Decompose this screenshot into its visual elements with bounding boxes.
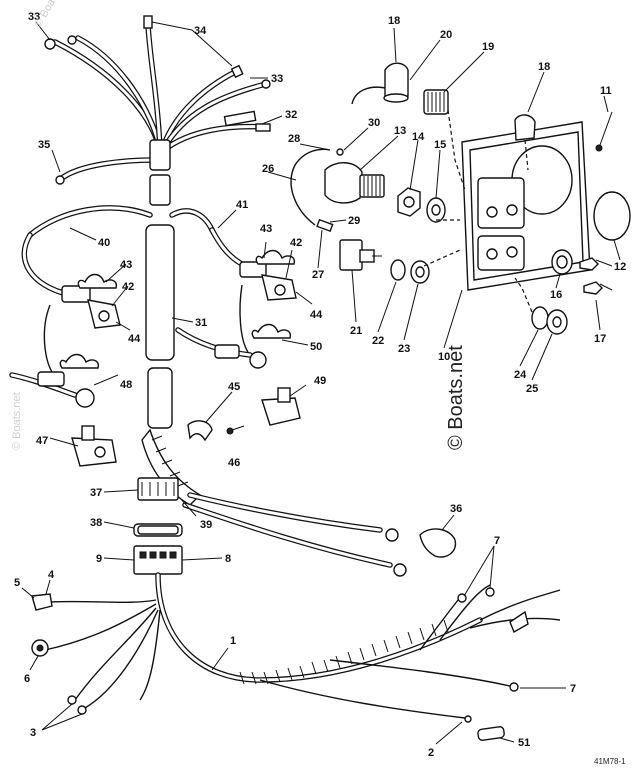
callout-38: 38 xyxy=(90,517,102,529)
callout-21: 21 xyxy=(350,325,362,337)
callout-8: 8 xyxy=(225,553,231,565)
callout-29: 29 xyxy=(348,215,360,227)
callout-42-left: 42 xyxy=(122,281,134,293)
callout-18-top: 18 xyxy=(388,15,400,27)
callout-5: 5 xyxy=(14,577,20,589)
callout-22: 22 xyxy=(372,335,384,347)
callout-44-right: 44 xyxy=(310,309,323,321)
callout-31: 31 xyxy=(195,317,207,329)
callout-10: 10 xyxy=(438,351,450,363)
battery-cable-right xyxy=(71,227,301,467)
callout-9: 9 xyxy=(96,553,102,565)
callout-13: 13 xyxy=(394,125,406,137)
callout-28: 28 xyxy=(288,133,300,145)
callout-11: 11 xyxy=(600,85,612,97)
callout-45: 45 xyxy=(228,381,240,393)
callout-36: 36 xyxy=(450,503,462,515)
callout-49: 49 xyxy=(314,375,326,387)
callout-27: 27 xyxy=(312,269,324,281)
callout-labels: 33 34 33 32 35 40 41 43 42 44 43 42 44 3… xyxy=(14,11,626,759)
callout-leaders xyxy=(21,21,621,745)
callout-51: 51 xyxy=(518,737,530,749)
callout-41: 41 xyxy=(236,199,248,211)
callout-35: 35 xyxy=(38,139,50,151)
callout-32: 32 xyxy=(285,109,297,121)
drawing-code: 41M78-1 xyxy=(594,757,626,766)
callout-34: 34 xyxy=(194,25,207,37)
callout-33-right: 33 xyxy=(271,73,283,85)
callout-24: 24 xyxy=(514,369,527,381)
callout-2: 2 xyxy=(428,747,434,759)
callout-43-right: 43 xyxy=(260,223,272,235)
connectors xyxy=(133,477,183,575)
callout-30: 30 xyxy=(368,117,380,129)
callout-47: 47 xyxy=(36,435,48,447)
callout-17: 17 xyxy=(594,333,606,345)
callout-18-right: 18 xyxy=(538,61,550,73)
callout-23: 23 xyxy=(398,343,410,355)
battery-cable-left xyxy=(9,232,121,408)
callout-44-left: 44 xyxy=(128,333,141,345)
callout-40: 40 xyxy=(98,237,110,249)
main-harness xyxy=(31,572,561,741)
callout-42-right: 42 xyxy=(290,237,302,249)
callout-7-top: 7 xyxy=(494,535,500,547)
callout-4: 4 xyxy=(48,569,55,581)
callout-39: 39 xyxy=(200,519,212,531)
callout-50: 50 xyxy=(310,341,322,353)
upper-harness xyxy=(27,15,271,506)
callout-46: 46 xyxy=(228,457,240,469)
callout-48: 48 xyxy=(120,379,132,391)
callout-16: 16 xyxy=(550,289,562,301)
callout-19: 19 xyxy=(482,41,494,53)
faint-watermark-left: © Boats.net xyxy=(11,392,23,450)
callout-20: 20 xyxy=(440,29,452,41)
callout-14: 14 xyxy=(412,131,425,143)
callout-37: 37 xyxy=(90,487,102,499)
instrument-panel xyxy=(290,62,631,335)
callout-25: 25 xyxy=(526,383,538,395)
callout-6: 6 xyxy=(24,673,30,685)
lower-leads xyxy=(182,492,457,577)
callout-33-top: 33 xyxy=(28,11,40,23)
callout-43-left: 43 xyxy=(120,259,132,271)
callout-1: 1 xyxy=(230,635,236,647)
callout-7-right: 7 xyxy=(570,683,576,695)
callout-12: 12 xyxy=(614,261,626,273)
callout-3: 3 xyxy=(30,727,36,739)
callout-26: 26 xyxy=(262,163,274,175)
callout-15: 15 xyxy=(434,139,446,151)
faint-watermark-top: © Boats.net xyxy=(32,0,71,29)
watermark-text: © Boats.net xyxy=(445,345,467,450)
